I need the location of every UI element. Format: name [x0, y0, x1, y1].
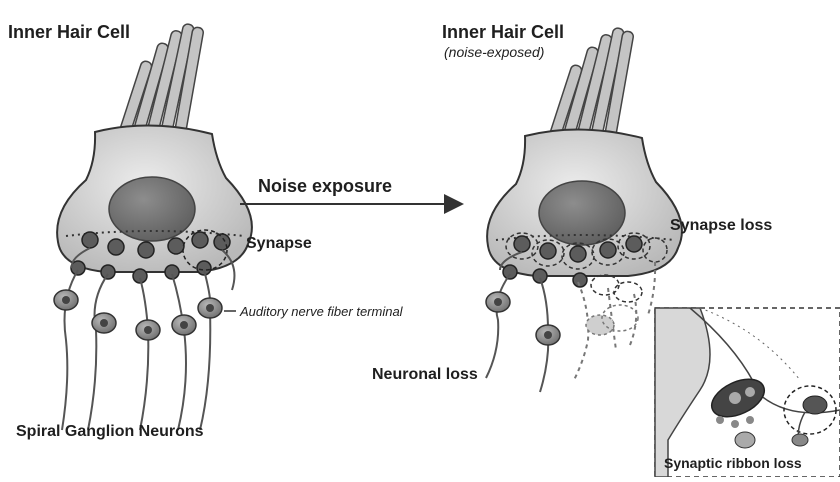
left-cell-nucleus	[109, 177, 195, 241]
synaptic-ribbon-loss-label: Synaptic ribbon loss	[664, 455, 802, 471]
left-stereocilia	[118, 23, 204, 137]
spiral-ganglion-label: Spiral Ganglion Neurons	[16, 423, 204, 441]
left-title: Inner Hair Cell	[8, 22, 130, 43]
right-subtitle: (noise-exposed)	[444, 44, 544, 60]
synapse-label: Synapse	[246, 235, 312, 253]
synapse-loss-label: Synapse loss	[670, 217, 772, 235]
synaptic-ribbon-inset	[655, 308, 840, 477]
left-neuron-somas	[54, 290, 222, 340]
right-cell-nucleus	[539, 181, 625, 245]
right-stereocilia	[548, 27, 634, 141]
neuronal-loss-label: Neuronal loss	[372, 366, 478, 384]
noise-exposure-label: Noise exposure	[258, 176, 392, 197]
left-inner-hair-cell	[54, 23, 252, 430]
terminal-label: Auditory nerve fiber terminal	[240, 304, 403, 319]
right-title: Inner Hair Cell	[442, 22, 564, 43]
right-inner-hair-cell	[486, 27, 682, 392]
